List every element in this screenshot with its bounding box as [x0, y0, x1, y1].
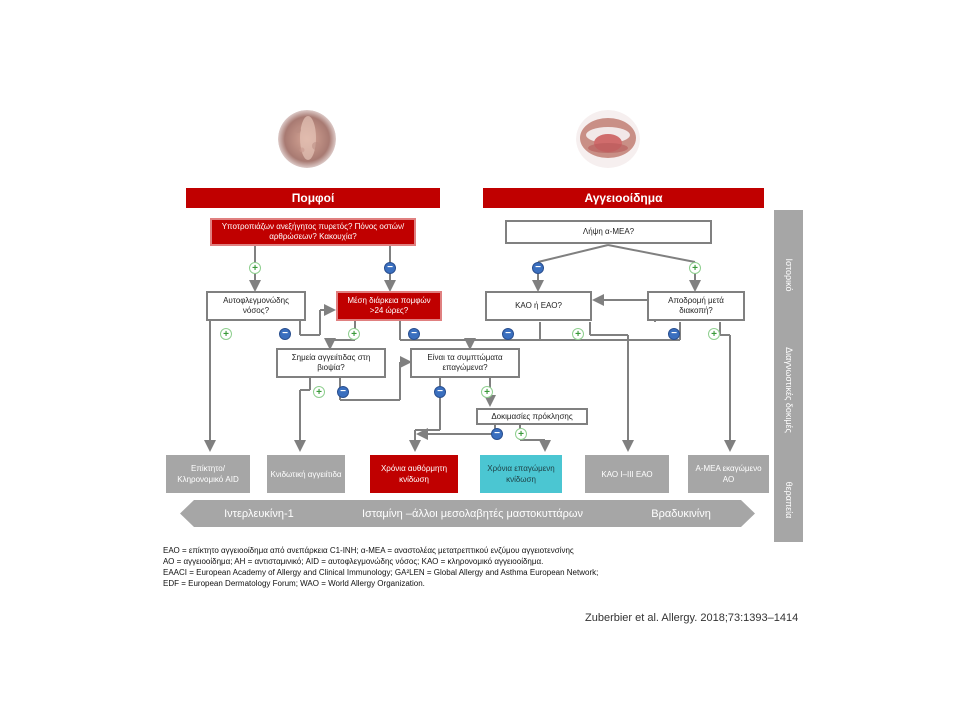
mediator-histamine: Ισταμίνη –άλλοι μεσολαβητές μαστοκυττάρω…	[362, 507, 584, 520]
wheal-skin-photo	[278, 110, 336, 168]
plus-sign: +	[348, 328, 360, 340]
mediator-interleukin-1: Ιντερλευκίνη-1	[224, 507, 294, 520]
minus-sign: −	[384, 262, 396, 274]
outcome-chronic-spontaneous-urticaria: Χρόνια αυθόρμητη κνίδωση	[370, 455, 458, 493]
autoinflammatory-question: Αυτοφλεγμονώδης νόσος?	[206, 291, 306, 321]
footnote-line: EAACI = European Academy of Allergy and …	[163, 568, 599, 577]
remission-question: Αποδρομή μετά διακοπή?	[647, 291, 745, 321]
minus-sign: −	[279, 328, 291, 340]
plus-sign: +	[220, 328, 232, 340]
footnote-line: ΑΟ = αγγειοοίδημα; ΑΗ = αντισταμινικό; A…	[163, 557, 544, 566]
mediators-arrow-bar: Ιντερλευκίνη-1 Ισταμίνη –άλλοι μεσολαβητ…	[190, 500, 745, 527]
side-label-history: Ιστορικό	[783, 258, 794, 292]
angioedema-lips-photo	[576, 110, 640, 168]
minus-sign: −	[668, 328, 680, 340]
side-stage-bar: Ιστορικό Διαγνωστικές δοκιμές θεραπεία	[774, 210, 803, 542]
induced-symptoms-question: Είναι τα συμπτώματα επαγώμενα?	[410, 348, 520, 378]
mediator-bradykinin: Βραδυκινίνη	[651, 507, 711, 520]
citation: Zuberbier et al. Allergy. 2018;73:1393–1…	[585, 612, 799, 624]
ace-inhibitor-question: Λήψη α-ΜΕΑ?	[505, 220, 712, 244]
side-label-therapy: θεραπεία	[783, 481, 794, 519]
minus-sign: −	[434, 386, 446, 398]
outcome-urticarial-vasculitis: Κνιδωτική αγγειίτιδα	[267, 455, 345, 493]
vasculitis-biopsy-question: Σημεία αγγειίτιδας στη βιοψία?	[276, 348, 386, 378]
plus-sign: +	[689, 262, 701, 274]
plus-sign: +	[515, 428, 527, 440]
footnotes: ΕΑΟ = επίκτητο αγγειοοίδημα από ανεπάρκε…	[163, 545, 763, 589]
outcome-ace-induced-ae: Α-ΜΕΑ εκαγώμενο ΑΟ	[688, 455, 769, 493]
wheals-header: Πομφοί	[186, 188, 440, 208]
provocation-tests-box: Δοκιμασίες πρόκλησης	[476, 408, 588, 425]
plus-sign: +	[481, 386, 493, 398]
minus-sign: −	[502, 328, 514, 340]
footnote-line: ΕΑΟ = επίκτητο αγγειοοίδημα από ανεπάρκε…	[163, 546, 574, 555]
minus-sign: −	[337, 386, 349, 398]
side-label-tests: Διαγνωστικές δοκιμές	[783, 347, 794, 433]
outcome-acquired-hereditary-aid: Επίκτητο/ Κληρονομικό AID	[166, 455, 250, 493]
outcome-hae-aae: ΚΑΟ I–III ΕΑΟ	[585, 455, 669, 493]
plus-sign: +	[572, 328, 584, 340]
plus-sign: +	[249, 262, 261, 274]
plus-sign: +	[708, 328, 720, 340]
angioedema-header: Αγγειοοίδημα	[483, 188, 764, 208]
outcome-chronic-inducible-urticaria: Χρόνια επαγώμενη κνίδωση	[480, 455, 562, 493]
fever-pain-malaise-question: Υποτροπιάζων ανεξήγητος πυρετός? Πόνος ο…	[210, 218, 416, 246]
wheal-duration-question: Μέση διάρκεια πομφών >24 ώρες?	[336, 291, 442, 321]
minus-sign: −	[408, 328, 420, 340]
plus-sign: +	[313, 386, 325, 398]
minus-sign: −	[532, 262, 544, 274]
minus-sign: −	[491, 428, 503, 440]
mediators-arrow-shape	[180, 500, 755, 527]
footnote-line: EDF = European Dermatology Forum; WAO = …	[163, 579, 425, 588]
hae-aae-question: ΚΑΟ ή ΕΑΟ?	[485, 291, 592, 321]
